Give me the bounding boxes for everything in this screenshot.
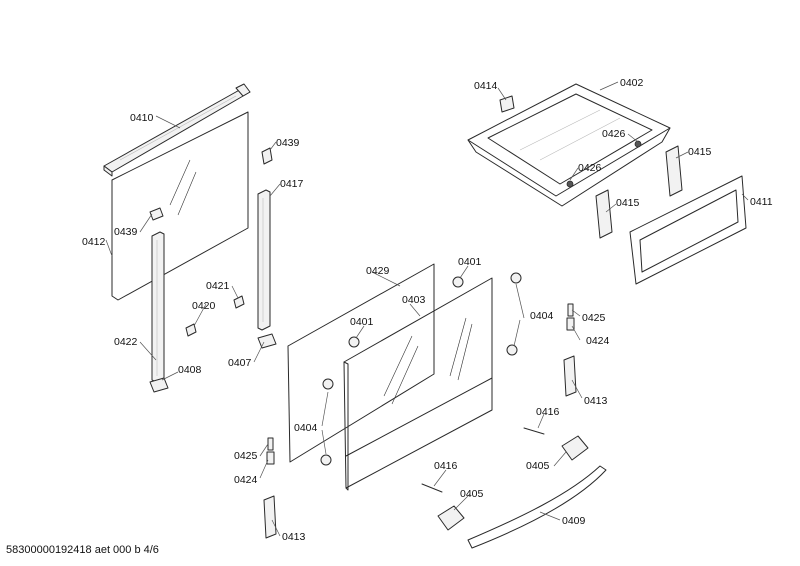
label-0439-right: 0439 bbox=[276, 137, 300, 149]
part-0429-inner-glass bbox=[287, 263, 435, 463]
document-reference: 58300000192418 aet 000 b 4/6 bbox=[6, 544, 159, 556]
part-0409-handle-bar bbox=[467, 465, 607, 549]
label-0405-right: 0405 bbox=[526, 460, 550, 472]
label-0415-lower: 0415 bbox=[616, 197, 640, 209]
part-0421-bracket bbox=[233, 295, 245, 309]
label-0422: 0422 bbox=[114, 336, 138, 348]
label-0416-left: 0416 bbox=[434, 460, 458, 472]
label-0404-left: 0404 bbox=[294, 422, 318, 434]
part-0439-clip-left bbox=[149, 207, 164, 221]
part-0407-hinge-base bbox=[257, 333, 277, 349]
label-0407: 0407 bbox=[228, 357, 252, 369]
label-0411: 0411 bbox=[750, 196, 773, 208]
part-0424-sleeve-left bbox=[266, 451, 275, 465]
label-0401-left: 0401 bbox=[350, 316, 374, 328]
label-0416-right: 0416 bbox=[536, 406, 560, 418]
label-0417: 0417 bbox=[280, 178, 304, 190]
label-0415-upper: 0415 bbox=[688, 146, 712, 158]
label-0420: 0420 bbox=[192, 300, 216, 312]
label-0439-left: 0439 bbox=[114, 226, 138, 238]
part-0422-left-rail bbox=[151, 231, 165, 383]
part-0404-washer-c bbox=[322, 378, 334, 390]
part-0401-washer-b bbox=[348, 336, 360, 348]
label-0412: 0412 bbox=[82, 236, 106, 248]
part-0404-washer-d bbox=[320, 454, 332, 466]
leader-lines bbox=[105, 81, 749, 537]
part-0411-drawer-front bbox=[629, 175, 747, 285]
part-0405-mount-b bbox=[437, 505, 465, 531]
part-0420-bracket bbox=[185, 323, 197, 337]
label-0405-left: 0405 bbox=[460, 488, 484, 500]
part-0425-pin-right bbox=[567, 303, 574, 317]
part-0404-washer-b bbox=[506, 344, 518, 356]
part-0404-washer-a bbox=[510, 272, 522, 284]
part-0416-screw-b bbox=[421, 483, 443, 493]
label-0410: 0410 bbox=[130, 112, 154, 124]
part-0415-bracket-lower bbox=[595, 189, 613, 239]
part-0415-bracket-upper bbox=[665, 145, 683, 197]
part-0405-mount-a bbox=[561, 435, 589, 461]
label-0424-left: 0424 bbox=[234, 474, 258, 486]
part-0414-clip bbox=[499, 95, 515, 113]
label-0401-right: 0401 bbox=[458, 256, 482, 268]
label-0413-left: 0413 bbox=[282, 531, 306, 543]
label-0404-right: 0404 bbox=[530, 310, 554, 322]
part-0425-pin-left bbox=[267, 437, 274, 451]
part-0403-outer-door bbox=[343, 277, 493, 491]
label-0402: 0402 bbox=[620, 77, 644, 89]
label-0425-left: 0425 bbox=[234, 450, 258, 462]
label-0425-right: 0425 bbox=[582, 312, 606, 324]
part-0417-right-rail bbox=[257, 189, 271, 331]
part-0439-clip-right bbox=[261, 147, 273, 165]
part-0410-top-strip bbox=[103, 83, 251, 177]
label-0403: 0403 bbox=[402, 294, 426, 306]
part-0401-washer-a bbox=[452, 276, 464, 288]
label-0409: 0409 bbox=[562, 515, 586, 527]
part-0416-screw-a bbox=[523, 427, 545, 435]
label-0424-right: 0424 bbox=[586, 335, 610, 347]
label-0421: 0421 bbox=[206, 280, 230, 292]
label-0426-lower: 0426 bbox=[578, 162, 602, 174]
label-0408: 0408 bbox=[178, 364, 202, 376]
label-0426-upper: 0426 bbox=[602, 128, 626, 140]
label-0429: 0429 bbox=[366, 265, 390, 277]
part-0424-sleeve-right bbox=[566, 317, 575, 331]
label-0413-right: 0413 bbox=[584, 395, 608, 407]
part-0412-glass-panel bbox=[111, 111, 249, 301]
part-0413-hinge-right bbox=[563, 355, 577, 397]
label-0414: 0414 bbox=[474, 80, 498, 92]
part-0408-hinge-base bbox=[149, 377, 169, 393]
part-0402-tray bbox=[467, 83, 671, 207]
part-0413-hinge-left bbox=[263, 495, 277, 539]
